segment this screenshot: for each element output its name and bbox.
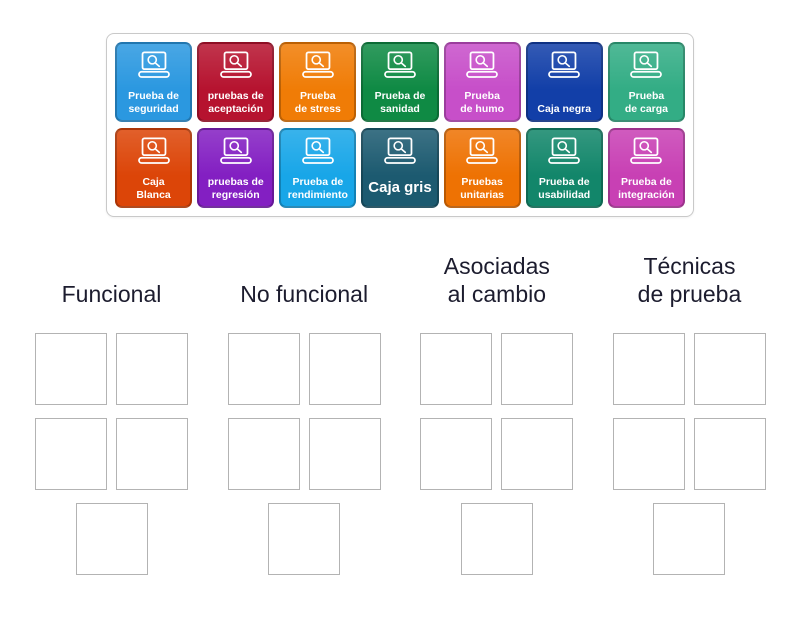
tile-label: Caja gris [368,179,432,197]
drop-slot[interactable] [653,503,726,575]
tile-prueba-de-sanidad[interactable]: Prueba de sanidad [361,42,439,122]
tile-label: Pruebas unitarias [460,176,505,201]
laptop-search-icon [463,51,501,81]
drop-slot[interactable] [227,333,300,405]
drop-slot[interactable] [308,333,381,405]
drop-slot[interactable] [693,418,766,490]
group-title: Funcional [61,281,162,308]
tile-prueba-de-seguridad[interactable]: Prueba de seguridad [115,42,193,122]
slot-grid [35,333,188,490]
laptop-search-icon [627,137,665,167]
drop-slot[interactable] [612,418,685,490]
category-groups: Funcional No funcional Asociadas al camb… [0,247,800,575]
laptop-search-icon [381,51,419,81]
tile-prueba-de-usabilidad[interactable]: Prueba de usabilidad [525,128,603,208]
tile-prueba-de-rendimiento[interactable]: Prueba de rendimiento [279,128,357,208]
group-tecnicas-de-prueba: Técnicas de prueba [612,247,766,575]
slot-grid [420,333,574,490]
slot-grid [227,333,381,490]
laptop-search-icon [135,137,173,167]
tile-label: pruebas de regresión [207,176,264,201]
drop-slot[interactable] [116,333,188,405]
tile-caja-gris[interactable]: Caja gris [361,128,439,208]
laptop-search-icon [135,51,173,81]
laptop-search-icon [545,51,583,81]
tile-label: Caja negra [537,102,592,115]
laptop-search-icon [217,137,255,167]
laptop-search-icon [463,137,501,167]
tile-pruebas-unitarias[interactable]: Pruebas unitarias [443,128,521,208]
group-title: No funcional [240,281,369,308]
tile-label: Caja Blanca [136,176,171,201]
group-funcional: Funcional [35,247,188,575]
laptop-search-icon [627,51,665,81]
tile-label: Prueba de humo [460,90,504,115]
laptop-search-icon [299,51,337,81]
tile-caja-blanca[interactable]: Caja Blanca [115,128,193,208]
tile-pruebas-de-regresion[interactable]: pruebas de regresión [197,128,275,208]
drop-slot[interactable] [612,333,685,405]
tile-prueba-de-humo[interactable]: Prueba de humo [443,42,521,122]
slot-grid [612,333,766,490]
laptop-search-icon [545,137,583,167]
group-title: Asociadas al cambio [443,252,550,308]
laptop-search-icon [217,51,255,81]
laptop-search-icon [381,137,419,167]
drop-slot[interactable] [116,418,188,490]
group-title: Técnicas de prueba [637,252,742,308]
group-asociadas-al-cambio: Asociadas al cambio [420,247,574,575]
tile-label: Prueba de integración [618,176,675,201]
drop-slot[interactable] [268,503,341,575]
tile-label: Prueba de stress [294,90,341,115]
drop-slot[interactable] [460,503,533,575]
tile-caja-negra[interactable]: Caja negra [525,42,603,122]
group-no-funcional: No funcional [227,247,381,575]
drop-slot[interactable] [75,503,148,575]
tile-prueba-de-integracion[interactable]: Prueba de integración [607,128,685,208]
drop-slot[interactable] [227,418,300,490]
tile-label: Prueba de sanidad [374,90,426,115]
drop-slot[interactable] [693,333,766,405]
tile-tray: Prueba de seguridad pruebas de aceptació… [106,33,694,217]
tile-prueba-de-carga[interactable]: Prueba de carga [607,42,685,122]
tile-label: Prueba de seguridad [128,90,179,115]
laptop-search-icon [299,137,337,167]
drop-slot[interactable] [35,418,107,490]
drop-slot[interactable] [420,418,493,490]
drop-slot[interactable] [35,333,107,405]
tile-prueba-de-stress[interactable]: Prueba de stress [279,42,357,122]
drop-slot[interactable] [501,418,574,490]
tile-pruebas-de-aceptacion[interactable]: pruebas de aceptación [197,42,275,122]
drop-slot[interactable] [420,333,493,405]
tile-label: Prueba de carga [624,90,669,115]
tile-label: Prueba de usabilidad [538,176,591,201]
tile-label: Prueba de rendimiento [287,176,348,201]
tile-label: pruebas de aceptación [207,90,264,115]
drop-slot[interactable] [501,333,574,405]
drop-slot[interactable] [308,418,381,490]
